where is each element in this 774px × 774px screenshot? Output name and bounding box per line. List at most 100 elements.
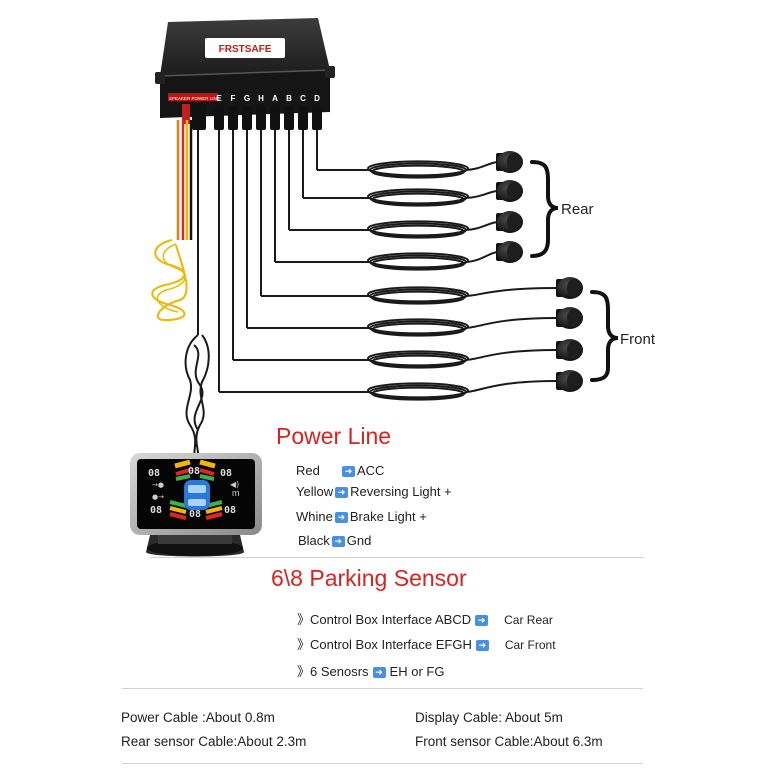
port-connector-h: [256, 106, 266, 130]
cable-coil-3: [367, 252, 469, 271]
parking-row-target: Car Front: [504, 638, 556, 652]
port-connector-g: [242, 106, 252, 130]
parking-sensor: [556, 370, 583, 392]
power-row-target: Brake Light +: [349, 509, 427, 524]
port-connector-d: [312, 106, 322, 130]
parking-sensor-title: 6\8 Parking Sensor: [271, 565, 467, 591]
arrow-right-icon: ➜: [342, 466, 355, 478]
rear-label: Rear: [561, 201, 594, 218]
spec-power-cable: Power Cable :About 0.8m: [121, 710, 275, 725]
port-label-e: E: [216, 94, 222, 103]
port-label-c: C: [300, 94, 306, 103]
power-row-color: Yellow: [296, 484, 334, 499]
arrow-left-icon: →●: [152, 481, 164, 489]
rear-bracket: [530, 160, 559, 258]
parking-sensor: [496, 241, 523, 263]
arrow-right-icon: ➜: [335, 487, 349, 499]
car-icon: [184, 480, 210, 510]
spec-rear-sensor-cable: Rear sensor Cable:About 2.3m: [121, 734, 307, 749]
sensor-cable-end-3: [464, 251, 499, 263]
parking-sensor: [556, 339, 583, 361]
lcd-digit-top-right: 08: [220, 468, 232, 479]
spec-display-cable: Display Cable: About 5m: [415, 710, 563, 725]
power-row-red: Red ➜ACC: [296, 463, 384, 478]
lcd-digit-bottom-center: 08: [189, 509, 201, 520]
arrow-right-icon: ➜: [331, 536, 345, 548]
sensor-cable-end-5: [464, 317, 559, 329]
cable-coil-7: [367, 382, 469, 401]
parking-row-target: EH or FG: [389, 664, 445, 679]
port-connector-e: [214, 106, 224, 130]
power-row-target: Reversing Light +: [350, 484, 452, 499]
sensor-cable-end-7: [464, 380, 559, 393]
power-row-color: Whine: [296, 509, 333, 524]
spec-front-sensor-cable: Front sensor Cable:About 6.3m: [415, 734, 603, 749]
arrow-right-icon: ➜: [372, 667, 386, 679]
sensor-cable-end-6: [464, 349, 559, 361]
power-wires: [151, 120, 193, 322]
brand-logo-text: FRSTSAFE: [219, 44, 272, 55]
cable-coil-6: [367, 350, 469, 369]
lcd-display-unit: 08 08 08 08 08 08 m ◀) →● ●→: [130, 453, 262, 557]
power-row-target: Gnd: [346, 533, 372, 548]
sensor-cables: [218, 130, 583, 401]
speaker-icon: ◀): [230, 480, 239, 489]
power-row-yellow: Yellow➜Reversing Light +: [296, 484, 452, 499]
parking-row-text: 》6 Senosrs: [297, 664, 369, 679]
parking-row-six: 》6 Senosrs➜EH or FG: [297, 661, 444, 680]
parking-row-efgh: 》Control Box Interface EFGH➜ Car Front: [297, 634, 556, 653]
cable-coil-5: [367, 318, 469, 337]
port-connector-c: [298, 106, 308, 130]
divider: [150, 557, 644, 558]
parking-row-text: 》Control Box Interface EFGH: [297, 637, 472, 652]
arrow-right-icon: ➜: [334, 512, 348, 524]
parking-row-abcd: 》Control Box Interface ABCD➜Car Rear: [297, 609, 553, 628]
sensor-cable-end-2: [464, 221, 499, 231]
parking-sensor: [556, 307, 583, 329]
front-label: Front: [620, 331, 656, 348]
brand-logo: [205, 38, 285, 58]
power-row-white: Whine➜Brake Light +: [296, 509, 427, 524]
parking-row-text: 》Control Box Interface ABCD: [297, 612, 472, 627]
parking-sensor: [496, 180, 523, 202]
power-row-target: ACC: [357, 463, 385, 478]
sensor-cable-end-1: [464, 190, 499, 199]
cable-coil-1: [367, 188, 469, 207]
lcd-digit-top-center: 08: [188, 466, 200, 477]
divider: [122, 688, 643, 689]
port-label-a: A: [272, 94, 278, 103]
port-label-f: F: [231, 94, 236, 103]
cable-coil-0: [367, 160, 469, 179]
sensor-cable-end-4: [464, 287, 559, 297]
power-line-title: Power Line: [276, 423, 392, 449]
divider: [122, 763, 643, 764]
power-row-black: Black➜Gnd: [298, 533, 371, 548]
parking-sensor: [496, 211, 523, 233]
display-cable: [184, 130, 210, 461]
port-label-b: B: [286, 94, 292, 103]
port-connector-a: [270, 106, 280, 130]
cable-coil-2: [367, 220, 469, 239]
arrow-right-icon: ●→: [152, 493, 164, 501]
arrow-right-icon: ➜: [475, 640, 489, 652]
connector-label: SPEAKER POWER LINE: [169, 96, 220, 101]
arrow-right-icon: ➜: [475, 615, 489, 627]
lcd-digit-bottom-right: 08: [224, 505, 236, 516]
front-bracket: [590, 290, 619, 382]
port-label-h: H: [258, 94, 264, 103]
parking-sensor: [496, 151, 523, 173]
parking-sensor: [556, 277, 583, 299]
sensor-cable-end-0: [464, 161, 499, 171]
lcd-meter-unit: m: [232, 488, 240, 498]
lcd-digit-top-left: 08: [148, 468, 160, 479]
port-connector-b: [284, 106, 294, 130]
lcd-digit-bottom-left: 08: [150, 505, 162, 516]
port-connector-f: [228, 106, 238, 130]
power-row-color: Red: [296, 463, 320, 478]
power-row-color: Black: [298, 533, 330, 548]
cable-coil-4: [367, 286, 469, 305]
port-label-d: D: [314, 94, 320, 103]
port-label-g: G: [244, 94, 250, 103]
